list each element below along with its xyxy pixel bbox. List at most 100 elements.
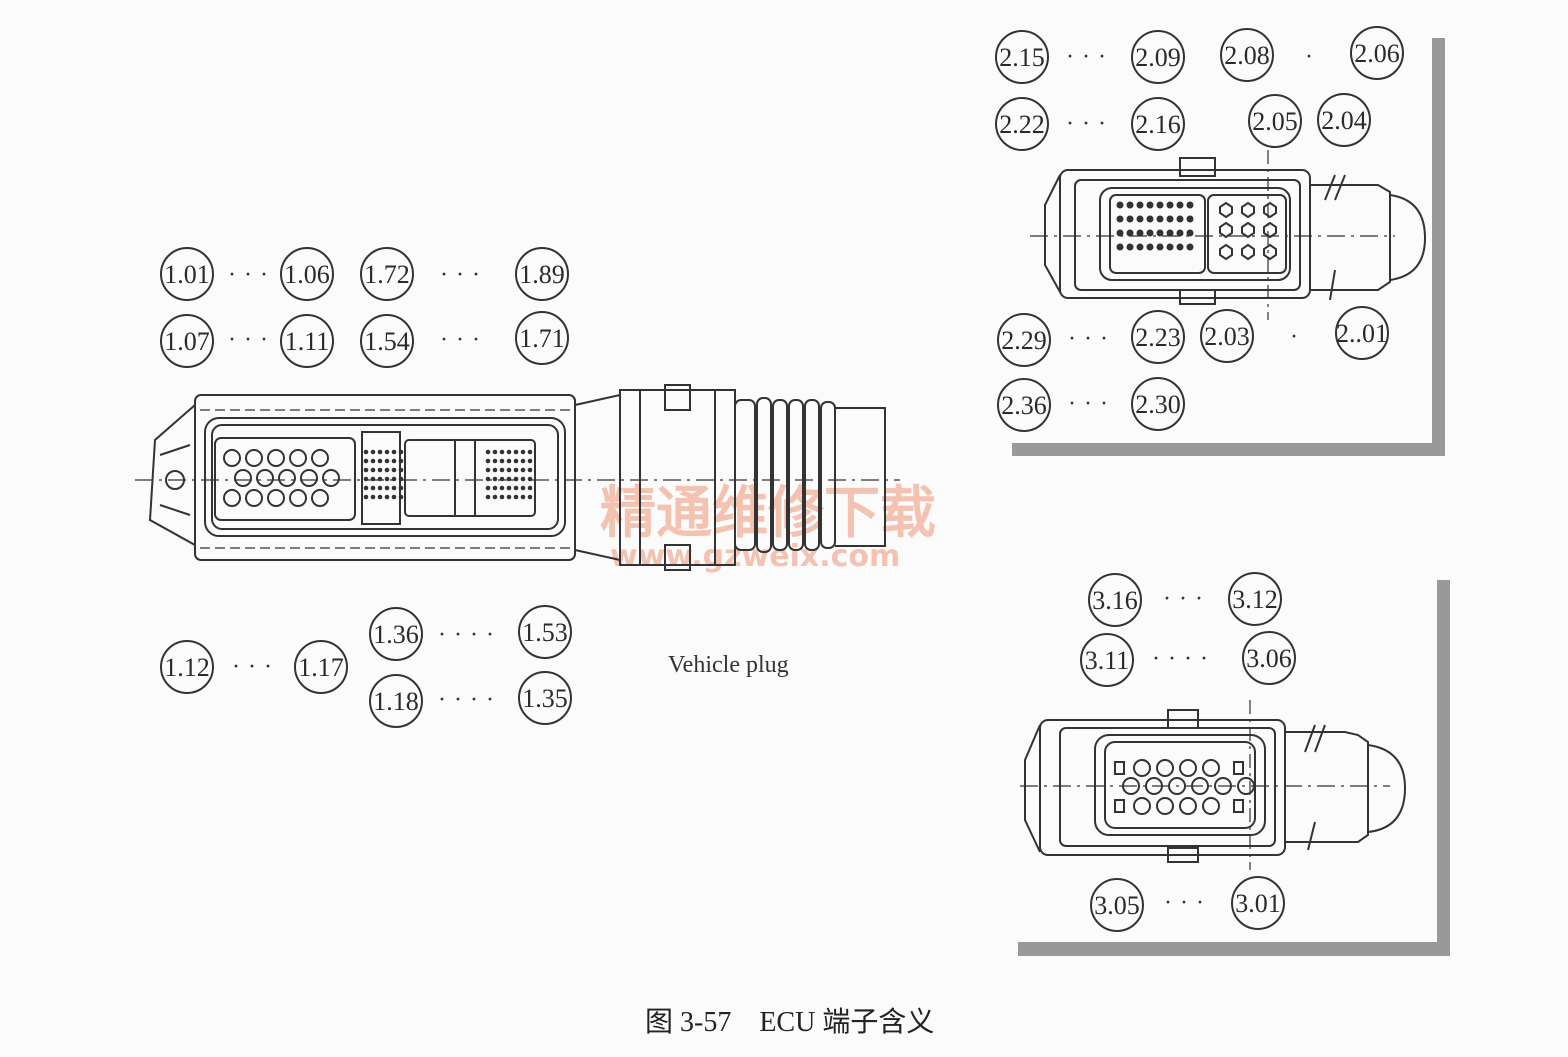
pin-dot [1126, 201, 1134, 209]
plug2-labels: 2.15 ··· 2.09 2.08 · 2.06 2.22 ··· 2.16 … [995, 26, 1404, 432]
pin-dot [485, 476, 491, 482]
plug2-frame [1012, 38, 1445, 456]
plug1-top-row2: 1.07 ··· 1.11 1.54 ··· 1.71 [160, 311, 569, 368]
pin-dot [384, 485, 390, 491]
pin-1-07: 1.07 [164, 327, 210, 356]
pin-dot [485, 494, 491, 500]
pin-dot [506, 476, 512, 482]
dots: ···· [1152, 646, 1216, 672]
dots: ··· [228, 262, 276, 288]
pin-dot [1126, 229, 1134, 237]
pin-dot [492, 449, 498, 455]
pin-dot [377, 467, 383, 473]
pin-dot [370, 467, 376, 473]
pin-dot [527, 449, 533, 455]
pin-dot [1186, 201, 1194, 209]
power-pin [1263, 243, 1277, 261]
pin-3-06: 3.06 [1246, 644, 1292, 673]
pin-2-05: 2.05 [1252, 107, 1298, 136]
dot: · [1305, 44, 1321, 70]
pin-dot [485, 467, 491, 473]
pin-dot [520, 485, 526, 491]
pin-1-72: 1.72 [364, 260, 410, 289]
pin-3-05: 3.05 [1094, 891, 1140, 920]
pin-dot [370, 458, 376, 464]
pin-1-53: 1.53 [522, 618, 568, 647]
pin-dot [1126, 243, 1134, 251]
pin-dot [513, 494, 519, 500]
pin-dot [398, 485, 404, 491]
pin-dot [363, 494, 369, 500]
power-pin [1241, 221, 1255, 239]
pin-dot [1146, 201, 1154, 209]
pin-dot [1176, 243, 1184, 251]
pin-dot [363, 467, 369, 473]
pin-dot [1156, 229, 1164, 237]
pin-dot [506, 485, 512, 491]
pin-dot [1176, 201, 1184, 209]
pin-dot [1136, 215, 1144, 223]
pin-dot [485, 449, 491, 455]
vehicle-plug-drawing [135, 384, 900, 571]
pin-dot [499, 485, 505, 491]
pin-2-04: 2.04 [1321, 106, 1367, 135]
pin-dot [377, 458, 383, 464]
pin-dot [513, 467, 519, 473]
pin-dot [398, 458, 404, 464]
pin-dot [492, 476, 498, 482]
pin-2-22: 2.22 [999, 110, 1045, 139]
pin-1-06: 1.06 [284, 260, 330, 289]
power-pin [1219, 201, 1233, 219]
power-pin [1263, 221, 1277, 239]
pin-dot [492, 467, 498, 473]
figure-caption: 图 3-57 ECU 端子含义 [645, 1006, 934, 1038]
pin-1-18: 1.18 [373, 687, 419, 716]
pin-dot [492, 485, 498, 491]
dots: ···· [438, 622, 502, 648]
pin-dot [1166, 243, 1174, 251]
pin-dot [370, 485, 376, 491]
pin-dot [527, 458, 533, 464]
vehicle-plug-label: Vehicle plug [668, 652, 789, 678]
pin-dot [363, 485, 369, 491]
pin-dot [398, 467, 404, 473]
pin-dot [1116, 201, 1124, 209]
pin-dot [377, 485, 383, 491]
dots: ··· [1066, 111, 1114, 137]
pin-dot [1136, 243, 1144, 251]
pin-dot [499, 458, 505, 464]
pin-dot [1186, 243, 1194, 251]
pin-dot [1166, 215, 1174, 223]
watermark-chinese: 精通维修下载 [600, 481, 936, 546]
pin-2-08: 2.08 [1224, 41, 1270, 70]
pin-dot [1166, 229, 1174, 237]
pin-dot [1176, 229, 1184, 237]
dots: ···· [438, 687, 502, 713]
pin-dot [384, 494, 390, 500]
plug3-drawing [1020, 700, 1407, 870]
pin-2-15: 2.15 [999, 43, 1045, 72]
pin-dot [513, 476, 519, 482]
pin-dot [398, 476, 404, 482]
pin-dot [391, 467, 397, 473]
pin-1-17: 1.17 [298, 653, 344, 682]
pin-1-89: 1.89 [519, 260, 565, 289]
pin-dot [499, 476, 505, 482]
pin-dot [1186, 229, 1194, 237]
pin-dot [1116, 243, 1124, 251]
dots: ··· [1163, 586, 1211, 612]
pin-2-29: 2.29 [1001, 326, 1047, 355]
pin-dot [1146, 229, 1154, 237]
pin-dot [506, 458, 512, 464]
pin-1-01: 1.01 [164, 260, 210, 289]
dots: ··· [232, 654, 280, 680]
plug2-pin-grid [1116, 201, 1277, 261]
pin-2-01: 2..01 [1336, 319, 1388, 348]
pin-dot [370, 494, 376, 500]
dots: ··· [440, 327, 488, 353]
pin-dot [513, 458, 519, 464]
pin-dot [527, 485, 533, 491]
pin-dot [1176, 215, 1184, 223]
pin-dot [527, 494, 533, 500]
plug1-top-row1: 1.01 ··· 1.06 1.72 ··· 1.89 [160, 247, 569, 301]
